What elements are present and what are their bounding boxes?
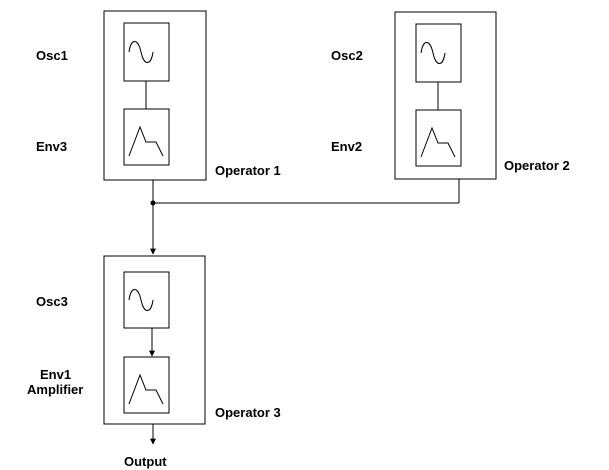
osc1-label: Osc1: [36, 48, 68, 63]
operator-1-label: Operator 1: [215, 163, 281, 178]
envelope-shape-icon: [128, 125, 164, 157]
osc3-label: Osc3: [36, 294, 68, 309]
operator-2: Osc2 Env2 Operator 2: [331, 11, 570, 180]
operator-2-label: Operator 2: [504, 158, 570, 173]
envelope-shape-icon: [420, 126, 456, 158]
env2-box: [415, 109, 462, 167]
amplifier-label: Amplifier: [27, 382, 83, 397]
sine-wave-icon: [128, 41, 154, 63]
operator-3: Osc3 Env1 Amplifier Operator 3: [27, 255, 281, 425]
osc2-label: Osc2: [331, 48, 363, 63]
output-label: Output: [124, 454, 167, 469]
envelope-shape-icon: [128, 373, 164, 405]
operator-1: Osc1 Env3 Operator 1: [36, 10, 281, 181]
env1-label: Env1: [40, 367, 71, 382]
env1-box: [123, 356, 170, 414]
env2-label: Env2: [331, 139, 362, 154]
output: Output: [124, 424, 167, 469]
osc3-box: [123, 271, 170, 329]
operator-3-label: Operator 3: [215, 405, 281, 420]
env3-label: Env3: [36, 139, 67, 154]
env3-box: [123, 108, 170, 166]
osc1-box: [123, 22, 170, 82]
sine-wave-icon: [420, 42, 446, 64]
osc2-box: [415, 23, 462, 83]
modulation-routing: [150, 179, 460, 255]
sine-wave-icon: [128, 289, 154, 311]
